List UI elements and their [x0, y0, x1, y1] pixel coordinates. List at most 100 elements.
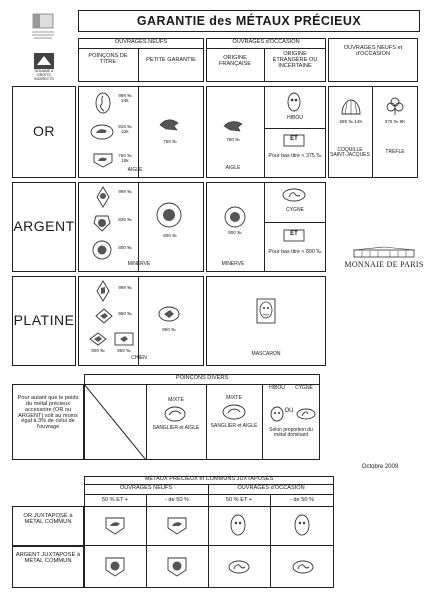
or-trefle-value: 375 ‰ 9K: [384, 119, 406, 124]
juxta-col-1: 50 % ET +: [101, 497, 129, 503]
header-petite-garantie: PETITE GARANTIE: [146, 57, 196, 63]
divers-title: POINÇONS DIVERS: [175, 375, 229, 381]
row-platine-label-box: [12, 276, 76, 366]
swan-icon: [282, 188, 306, 202]
or-occ-fr-name: AIGLE: [225, 165, 241, 171]
platine-title-2: 950 ‰: [118, 311, 132, 316]
eagle-head-icon: [90, 124, 114, 140]
divers-box: [84, 374, 320, 460]
row-argent-label: ARGENT: [13, 218, 75, 234]
argent-et-label: ET: [290, 231, 298, 237]
row-or-label: OR: [33, 123, 55, 139]
row-or-neufs-box: [78, 86, 204, 178]
or-title-1: 999 ‰ 24k: [118, 93, 132, 103]
owl-icon-divers: [270, 406, 284, 422]
dog-head-icon-4: [114, 332, 134, 346]
divers-diagonal: [84, 384, 146, 460]
header-neufs-box: [78, 38, 204, 82]
platine-chien-label: CHIEN: [131, 355, 147, 361]
title-banner: GARANTIE des MÉTAUX PRÉCIEUX: [78, 10, 420, 32]
row-platine-label: PLATINE: [13, 312, 75, 328]
platine-title-4: 850 ‰: [117, 348, 131, 353]
minerva-head-icon-3: [92, 240, 112, 260]
eagle-icon-juxta-1: [104, 516, 126, 536]
divers-hibou: HIBOU: [269, 385, 285, 391]
header-origine-etrangere: ORIGINE ÉTRANGÈRE OU INCERTAINE: [272, 51, 318, 69]
divers-ou: OU: [284, 408, 294, 414]
header-occasion-box: [206, 38, 326, 82]
or-bas-titre: Pour bas titre < 375 ‰: [268, 153, 322, 159]
minerva-head-icon-occasion: [224, 206, 246, 228]
divers-mixte-2: MIXTE: [226, 395, 242, 401]
argent-cygne-label: CYGNE: [286, 207, 304, 213]
dog-head-icon-2: [94, 308, 114, 324]
header-ouvrages-neufs: OUVRAGES NEUFS: [114, 39, 168, 45]
argent-title-1: 999 ‰: [118, 189, 132, 194]
argent-occ-fr-value: 800 ‰: [228, 230, 242, 235]
douane-logo-text: DOUANE & DROITS INDIRECTS: [34, 69, 54, 81]
juxta-col-3: 50 % ET +: [225, 497, 253, 503]
douane-logo: DOUANE & DROITS INDIRECTS: [32, 52, 56, 80]
or-coquille-name: COQUILLE SAINT-JACQUES: [330, 147, 370, 159]
juxta-row-2: ARGENT JUXTAPOSÉ à MÉTAL COMMUN: [15, 552, 81, 565]
divers-mixte-1-sub: SANGLIER et AIGLE: [152, 425, 200, 431]
dog-head-icon-petite: [158, 306, 180, 322]
eagle-head-icon-2: [92, 152, 114, 168]
header-origine-francaise: ORIGINE FRANÇAISE: [218, 55, 251, 67]
row-platine-occasion-box: [206, 276, 326, 366]
monnaie-building-icon: [352, 246, 416, 258]
argent-petite-value: 800 ‰: [163, 233, 177, 238]
argent-title-3: 800 ‰: [118, 245, 132, 250]
platine-title-1: 999 ‰: [118, 285, 132, 290]
or-title-2: 916 ‰ 22k: [118, 124, 132, 134]
row-platine-neufs-box: [78, 276, 204, 366]
platine-title-3: 900 ‰: [91, 348, 105, 353]
et-stamp-icon-argent: [283, 229, 305, 242]
header-neufs-et-occasion: OUVRAGES NEUFS et d'OCCASION: [343, 45, 403, 57]
row-or-neufs-occasion-box: [328, 86, 418, 178]
row-argent-occasion-box: [206, 182, 326, 272]
owl-icon-juxta-2: [294, 514, 310, 536]
minerva-head-icon-petite: [156, 202, 182, 228]
divers-cygne: CYGNE: [295, 385, 313, 391]
dog-head-icon-3: [88, 332, 108, 346]
clover-icon: [385, 96, 405, 116]
platine-mascaron-label: MASCARON: [251, 351, 281, 357]
juxta-box: [84, 476, 334, 588]
header-neufs-occasion-box: [328, 38, 418, 82]
page-title: GARANTIE des MÉTAUX PRÉCIEUX: [136, 14, 362, 28]
divers-selon: Selon proportion du métal dominant: [269, 427, 313, 439]
divers-note: Pour autant que le poids du métal précie…: [17, 395, 79, 431]
or-occ-fr-value: 750 ‰: [226, 137, 240, 142]
shell-icon: [340, 98, 362, 116]
or-et-label: ET: [290, 136, 298, 142]
header-ouvrages-occasion: OUVRAGES d'OCCASION: [232, 39, 300, 45]
mixte-hallmark-icon-2: [222, 404, 246, 420]
or-aigle-label: AIGLE: [127, 167, 143, 173]
divers-note-box: [12, 384, 84, 460]
et-stamp-icon: [283, 134, 305, 147]
edition-date: Octobre 2009: [361, 464, 399, 470]
juxta-col-2: - de 50 %: [165, 497, 189, 503]
swan-icon-juxta-2: [292, 560, 314, 574]
eagle-icon: [158, 116, 180, 134]
or-coquille-value: 585 ‰ 14K: [339, 119, 363, 124]
juxta-neufs: OUVRAGES NEUFS: [119, 485, 173, 491]
minerva-head-icon: [96, 186, 110, 208]
minerva-head-icon-2: [92, 214, 112, 232]
minerva-head-icon-juxta-2: [166, 556, 188, 578]
monnaie-de-paris: MONNAIE DE PARIS: [344, 260, 424, 269]
seahorse-icon: [94, 92, 112, 114]
platine-petite-value: 850 ‰: [162, 327, 176, 332]
row-argent-neufs-box: [78, 182, 204, 272]
juxta-row-label-1-box: [12, 506, 84, 546]
juxta-col-4: - de 50 %: [290, 497, 314, 503]
eagle-icon-juxta-2: [166, 516, 188, 536]
swan-icon-divers: [296, 408, 316, 420]
argent-minerve-label: MINERVE: [127, 261, 151, 267]
divers-mixte-2-sub: SANGLIER et AIGLE: [210, 423, 258, 429]
minerva-head-icon-juxta-1: [104, 556, 126, 578]
juxta-row-label-2-box: [12, 546, 84, 588]
dog-head-icon: [96, 280, 110, 302]
argent-occ-fr-name: MINERVE: [221, 261, 245, 267]
